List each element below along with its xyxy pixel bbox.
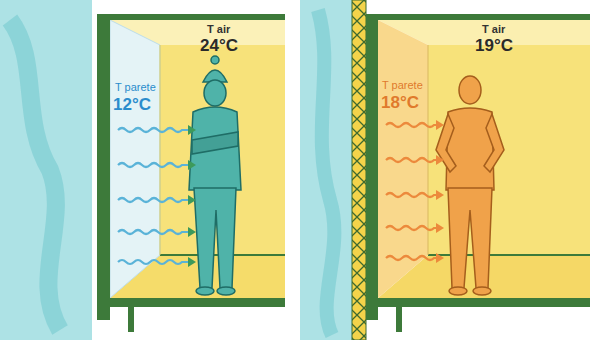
arrowhead [436,155,444,165]
arrowhead [188,227,196,237]
radiation-wave [118,128,194,132]
temperature-value: 12°C [113,96,151,113]
comfortable-person [436,76,504,295]
radiation-wave [386,123,442,127]
radiation-wave [118,230,194,234]
warm-room [352,0,590,340]
radiation-wave [118,163,194,167]
arrowhead [188,257,196,267]
temperature-symbol: T air [482,24,505,35]
outdoor-wash [300,0,352,340]
radiation-wave [386,256,442,260]
radiation-wave [386,226,442,230]
arrowhead [436,120,444,130]
radiation-wave [386,158,442,162]
arrowhead [188,195,196,205]
arrowhead [436,253,444,263]
arrowhead [188,125,196,135]
radiation-wave [118,260,194,264]
cold-room [97,14,285,332]
temperature-symbol: T parete [382,80,423,91]
radiation-wave [118,198,194,202]
temperature-value: 19°C [475,37,513,54]
temperature-symbol: T parete [115,82,156,93]
outdoor-wash [0,0,92,340]
insulation-layer [352,0,366,340]
radiation-wave [386,193,442,197]
arrowhead [436,223,444,233]
temperature-value: 24°C [200,37,238,54]
shivering-person [189,56,241,295]
temperature-symbol: T air [207,24,230,35]
arrowhead [436,190,444,200]
arrowhead [188,160,196,170]
temperature-value: 18°C [381,94,419,111]
